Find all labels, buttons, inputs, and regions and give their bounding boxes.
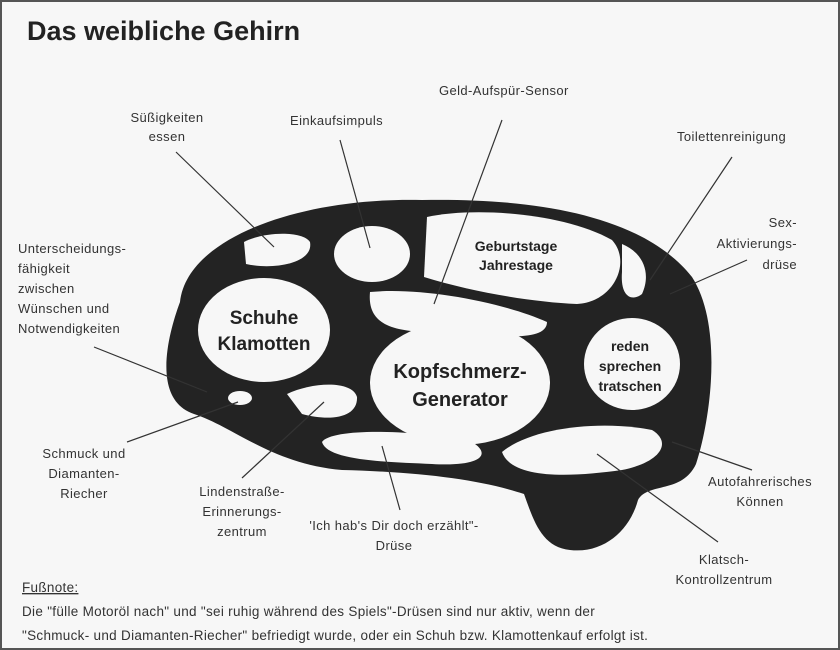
- region-reden: [584, 318, 680, 410]
- region-geburtstage: [424, 212, 621, 304]
- region-label: Geburtstage: [475, 238, 558, 254]
- region-toilette: [621, 244, 646, 298]
- footnote-line: Die "fülle Motoröl nach" und "sei ruhig …: [22, 604, 595, 619]
- region-kopfschmerz: [370, 321, 550, 445]
- label-linden: Erinnerungs-: [202, 504, 281, 519]
- brain-regions: [198, 212, 680, 475]
- region-linden: [287, 384, 358, 418]
- label-klatsch: Kontrollzentrum: [675, 572, 772, 587]
- label-sex: drüse: [762, 257, 797, 272]
- label-ichhabs: Drüse: [376, 538, 413, 553]
- region-label: Jahrestage: [479, 257, 553, 273]
- label-sex: Sex-: [769, 215, 797, 230]
- label-auto: Autofahrerisches: [708, 474, 812, 489]
- label-schmuck: Riecher: [60, 486, 108, 501]
- label-ichhabs: 'Ich hab's Dir doch erzählt"-: [309, 518, 478, 533]
- label-toilette: Toilettenreinigung: [677, 129, 786, 144]
- leader-lines: [93, 119, 753, 543]
- label-unterscheidung: fähigkeit: [18, 261, 70, 276]
- region-label: Kopfschmerz-: [393, 361, 526, 383]
- label-linden: zentrum: [217, 524, 267, 539]
- region-label: tratschen: [598, 378, 661, 394]
- label-schmuck: Schmuck und: [42, 446, 125, 461]
- region-geld: [369, 291, 547, 337]
- region-label: Generator: [412, 389, 508, 411]
- label-unterscheidung: Wünschen und: [18, 301, 110, 316]
- label-unterscheidung: zwischen: [18, 281, 75, 296]
- label-suess: essen: [149, 129, 186, 144]
- region-einkauf: [334, 226, 410, 282]
- footnote-heading: Fußnote:: [22, 580, 78, 595]
- region-label: Klamotten: [218, 334, 311, 355]
- label-klatsch: Klatsch-: [699, 552, 749, 567]
- label-geld: Geld-Aufspür-Sensor: [439, 83, 569, 98]
- region-klatsch: [502, 425, 662, 475]
- region-suess: [244, 233, 311, 267]
- region-ichhabs: [322, 431, 482, 465]
- region-schuhe: [198, 278, 330, 382]
- label-unterscheidung: Unterscheidungs-: [18, 241, 126, 256]
- region-label: reden: [611, 338, 649, 354]
- label-suess: Süßigkeiten: [130, 110, 203, 125]
- label-unterscheidung: Notwendigkeiten: [18, 321, 120, 336]
- region-label: Schuhe: [230, 308, 299, 329]
- region-label: sprechen: [599, 358, 661, 374]
- footnote-line: "Schmuck- und Diamanten-Riecher" befried…: [22, 628, 648, 643]
- label-linden: Lindenstraße-: [199, 484, 284, 499]
- label-schmuck: Diamanten-: [48, 466, 119, 481]
- label-einkauf: Einkaufsimpuls: [290, 113, 383, 128]
- region-schmuck: [228, 391, 252, 405]
- label-auto: Können: [736, 494, 783, 509]
- diagram-title: Das weibliche Gehirn: [27, 16, 300, 46]
- label-sex: Aktivierungs-: [717, 236, 797, 251]
